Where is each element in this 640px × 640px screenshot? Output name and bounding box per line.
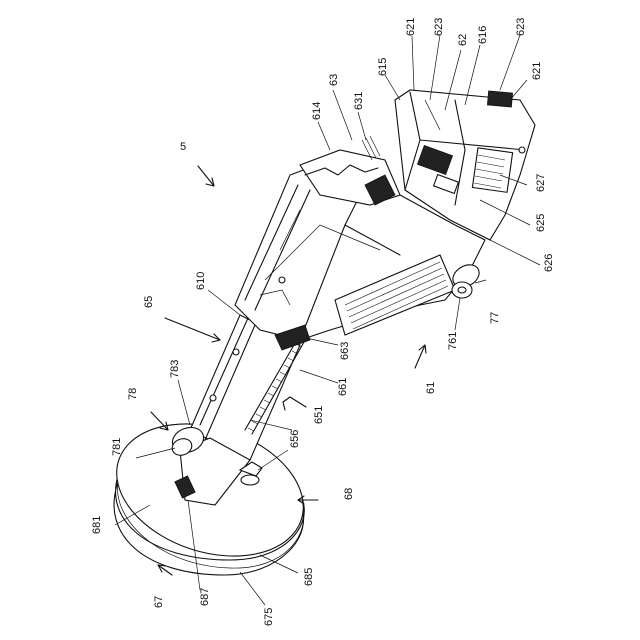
ref-label-77: 77: [489, 312, 501, 324]
ref-label-626: 626: [543, 254, 555, 272]
ref-label-63: 63: [328, 74, 340, 86]
ref-label-685: 685: [303, 568, 315, 586]
ref-label-621-right: 621: [531, 62, 543, 80]
ref-label-675: 675: [263, 608, 275, 626]
ref-label-67: 67: [153, 596, 165, 608]
ref-label-761: 761: [447, 332, 459, 350]
ref-label-623-right: 623: [515, 18, 527, 36]
ref-label-61: 61: [425, 382, 437, 394]
ref-label-687: 687: [199, 588, 211, 606]
ref-label-681: 681: [91, 516, 103, 534]
ref-label-68: 68: [343, 488, 355, 500]
ref-label-5: 5: [180, 141, 186, 153]
ref-label-631: 631: [353, 92, 365, 110]
ref-label-651: 651: [313, 406, 325, 424]
ref-label-623-left: 623: [433, 18, 445, 36]
ref-label-615: 615: [377, 58, 389, 76]
ref-label-783: 783: [169, 360, 181, 378]
ref-label-781: 781: [111, 438, 123, 456]
ref-label-627: 627: [535, 174, 547, 192]
ref-label-656: 656: [289, 430, 301, 448]
ref-label-616: 616: [477, 26, 489, 44]
ref-label-78: 78: [127, 388, 139, 400]
ref-label-614: 614: [311, 102, 323, 120]
ref-label-625: 625: [535, 214, 547, 232]
ref-label-65: 65: [143, 296, 155, 308]
ref-label-610: 610: [195, 272, 207, 290]
ref-label-663: 663: [339, 342, 351, 360]
ref-label-661: 661: [337, 378, 349, 396]
ref-label-62: 62: [457, 34, 469, 46]
ref-label-621-top: 621: [405, 18, 417, 36]
